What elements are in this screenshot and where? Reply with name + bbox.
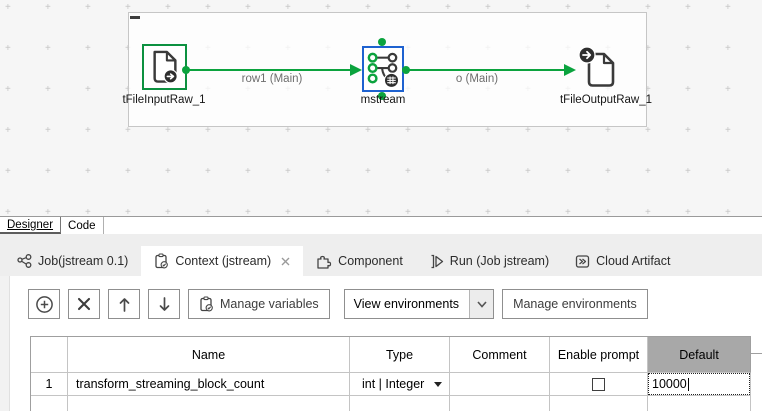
- default-value-editor[interactable]: 10000: [648, 373, 750, 395]
- component-tfileoutputraw[interactable]: [574, 46, 622, 92]
- default-value-text: 10000: [652, 377, 687, 391]
- connection-o[interactable]: [406, 69, 564, 71]
- collapse-marker[interactable]: [130, 16, 140, 19]
- tab-code-label: Code: [68, 220, 96, 232]
- chevron-down-icon: [469, 290, 494, 318]
- header-type[interactable]: Type: [350, 337, 450, 373]
- view-tab-bar: Job(jstream 0.1) Context (jstream) Compo…: [0, 234, 762, 276]
- tab-cloud-artifact-label: Cloud Artifact: [596, 254, 671, 268]
- connection-o-arrowhead: [564, 64, 576, 76]
- tab-run-label: Run (Job jstream): [449, 254, 550, 268]
- add-variable-button[interactable]: [28, 289, 60, 319]
- empty-row-cell[interactable]: [350, 396, 450, 411]
- manage-environments-button[interactable]: Manage environments: [502, 289, 648, 319]
- editor-tab-bar: Designer Code: [0, 216, 762, 234]
- context-icon: [155, 253, 169, 269]
- component-label-tfileoutputraw[interactable]: tFileOutputRaw_1: [559, 94, 653, 106]
- variable-type-cell[interactable]: int | Integer: [350, 373, 450, 396]
- variable-enable-prompt-cell[interactable]: [550, 373, 648, 396]
- tab-run[interactable]: Run (Job jstream): [416, 246, 562, 276]
- arrow-up-icon: [119, 297, 129, 312]
- empty-row-cell[interactable]: [450, 396, 550, 411]
- tab-component-label: Component: [338, 254, 403, 268]
- tab-designer[interactable]: Designer: [0, 217, 62, 234]
- component-icon: [317, 255, 332, 269]
- header-enable-prompt[interactable]: Enable prompt: [550, 337, 648, 373]
- move-up-button[interactable]: [108, 289, 140, 319]
- variable-type-value: int | Integer: [362, 377, 425, 391]
- mstream-top-anchor-dot[interactable]: [378, 38, 386, 46]
- manage-variables-button[interactable]: Manage variables: [188, 289, 330, 319]
- text-cursor: [687, 377, 689, 391]
- component-tfileinputraw[interactable]: [142, 44, 187, 90]
- header-rownum: [31, 337, 68, 373]
- run-icon: [431, 254, 443, 268]
- tab-code[interactable]: Code: [61, 217, 104, 234]
- context-variables-table: Name Type Comment Enable prompt Default …: [30, 336, 751, 411]
- header-comment[interactable]: Comment: [450, 337, 550, 373]
- file-output-icon: [578, 46, 615, 87]
- tab-job-label: Job(jstream 0.1): [38, 254, 129, 268]
- context-view-panel: Manage variables View environments Manag…: [0, 276, 762, 411]
- empty-row-cell[interactable]: [550, 396, 648, 411]
- tab-cloud-artifact[interactable]: Cloud Artifact: [562, 246, 683, 276]
- input-output-anchor-dot[interactable]: [182, 66, 190, 74]
- file-input-icon: [152, 50, 178, 84]
- close-icon[interactable]: [281, 257, 290, 266]
- connection-o-label[interactable]: o (Main): [455, 73, 499, 85]
- connection-row1[interactable]: [186, 69, 350, 71]
- tab-component[interactable]: Component: [303, 246, 416, 276]
- stream-map-icon: [367, 52, 400, 88]
- mstream-output-anchor-dot[interactable]: [402, 66, 410, 74]
- header-name[interactable]: Name: [68, 337, 350, 373]
- table-edge-line: [750, 353, 762, 354]
- enable-prompt-checkbox[interactable]: [592, 377, 605, 391]
- tab-designer-label: Designer: [7, 219, 54, 231]
- component-label-mstream[interactable]: mstream: [360, 94, 406, 106]
- view-environments-value: View environments: [353, 297, 460, 311]
- design-canvas[interactable]: ++++++++++++++++++++++++++++++++++++++++…: [0, 0, 762, 216]
- tab-job[interactable]: Job(jstream 0.1): [4, 246, 141, 276]
- view-environments-dropdown[interactable]: View environments: [343, 289, 495, 319]
- manage-variables-label: Manage variables: [220, 297, 319, 311]
- panel-left-margin: [0, 276, 10, 411]
- variable-name-cell[interactable]: transform_streaming_block_count: [68, 373, 350, 396]
- manage-environments-label: Manage environments: [513, 297, 637, 311]
- empty-row-cell[interactable]: [68, 396, 350, 411]
- remove-variable-button[interactable]: [68, 289, 100, 319]
- context-toolbar: Manage variables View environments Manag…: [28, 289, 648, 319]
- empty-row-cell[interactable]: [648, 396, 751, 411]
- cloud-artifact-icon: [575, 254, 590, 268]
- arrow-down-icon: [159, 296, 169, 311]
- clipboard-check-icon: [200, 296, 213, 312]
- x-icon: [77, 297, 91, 311]
- variable-default-cell[interactable]: 10000: [648, 373, 751, 396]
- tab-context[interactable]: Context (jstream): [141, 246, 304, 276]
- job-icon: [17, 253, 32, 268]
- mstream-bottom-anchor-dot[interactable]: [378, 92, 386, 100]
- move-down-button[interactable]: [148, 289, 180, 319]
- plus-circle-icon: [35, 295, 53, 313]
- component-label-tfileinputraw[interactable]: tFileInputRaw_1: [122, 94, 206, 106]
- component-mstream[interactable]: [362, 46, 404, 92]
- type-dropdown-arrow-icon[interactable]: [434, 381, 442, 387]
- tab-context-label: Context (jstream): [175, 254, 272, 268]
- empty-row-cell[interactable]: [31, 396, 68, 411]
- header-default[interactable]: Default: [648, 337, 751, 373]
- row-number-cell[interactable]: 1: [31, 373, 68, 396]
- connection-row1-arrowhead: [350, 64, 362, 76]
- connection-row1-label[interactable]: row1 (Main): [241, 73, 303, 85]
- variable-comment-cell[interactable]: [450, 373, 550, 396]
